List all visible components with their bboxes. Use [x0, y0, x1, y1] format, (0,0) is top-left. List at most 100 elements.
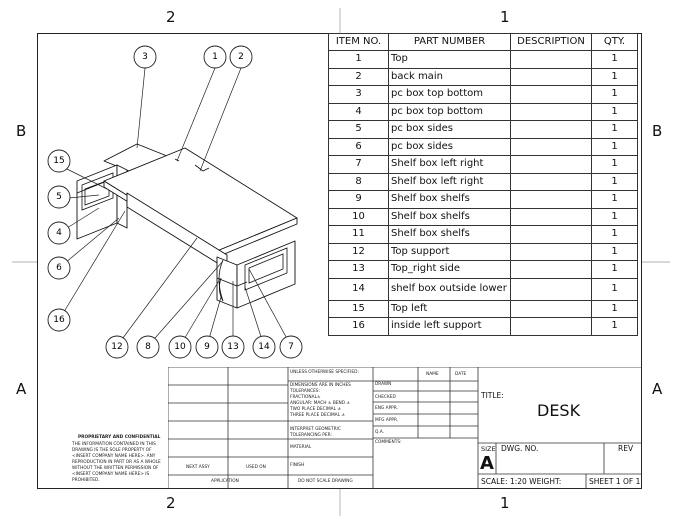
bom-desc: [510, 85, 592, 104]
bom-part: inside left support: [388, 317, 511, 336]
title-block-grid: [168, 367, 642, 489]
svg-text:14: 14: [258, 342, 270, 352]
balloon-13: 13: [221, 335, 245, 359]
balloon-7: 7: [279, 335, 303, 359]
bom-desc: [510, 260, 592, 279]
tb-proprietary-line: <INSERT COMPANY NAME HERE> IS: [72, 472, 150, 477]
svg-text:9: 9: [204, 342, 210, 352]
bom-qty: 1: [591, 225, 638, 244]
bom-desc: [510, 190, 592, 209]
svg-text:12: 12: [111, 342, 122, 352]
svg-text:1: 1: [212, 52, 218, 62]
tb-tolerances: TOLERANCES:: [290, 389, 320, 394]
tb-comments: COMMENTS:: [375, 440, 402, 445]
tb-size-value: A: [480, 453, 494, 474]
bom-qty: 1: [591, 299, 638, 318]
tb-dims: DIMENSIONS ARE IN INCHES: [290, 383, 351, 388]
tb-angular: ANGULAR: MACH ± BEND ±: [290, 401, 351, 406]
bom-item: 6: [328, 137, 389, 156]
bom-desc: [510, 137, 592, 156]
balloon-15: 15: [47, 149, 71, 173]
tb-fractional: FRACTIONAL±: [290, 395, 321, 400]
bom-item: 8: [328, 172, 389, 191]
tb-three-place: THREE PLACE DECIMAL ±: [290, 413, 345, 418]
zone-right-a: A: [652, 380, 663, 398]
bom-part: pc box top bottom: [388, 85, 511, 104]
balloon-4: 4: [47, 221, 71, 245]
tb-sheet: SHEET 1 OF 1: [589, 477, 641, 486]
bom-desc: [510, 67, 592, 86]
zone-right-b: B: [652, 122, 663, 140]
bom-qty: 1: [591, 102, 638, 121]
zone-left-a: A: [16, 380, 27, 398]
tb-application: APPLICATION: [211, 479, 239, 484]
tb-proprietary-line: DRAWING IS THE SOLE PROPERTY OF: [72, 448, 152, 453]
bom-qty: 1: [591, 172, 638, 191]
svg-text:2: 2: [238, 52, 244, 62]
tb-name: NAME: [426, 372, 439, 377]
bom-part: Shelf box shelfs: [388, 225, 511, 244]
bom-desc: [510, 299, 592, 318]
bom-header-qty: QTY.: [591, 33, 638, 51]
balloon-6: 6: [47, 256, 71, 280]
svg-text:15: 15: [53, 156, 64, 166]
drawing-title: DESK: [537, 401, 581, 420]
bom-item: 3: [328, 85, 389, 104]
bom-part: Top_right side: [388, 260, 511, 279]
tb-dwg-no: DWG. NO.: [501, 444, 539, 453]
bom-qty: 1: [591, 317, 638, 336]
bom-header-description: DESCRIPTION: [510, 33, 592, 51]
bom-desc: [510, 172, 592, 191]
pc-box-front: [76, 164, 118, 240]
bom-item: 7: [328, 155, 389, 174]
bom-item: 5: [328, 120, 389, 139]
tb-size-label: SIZE: [481, 445, 496, 453]
bom-item: 10: [328, 207, 389, 226]
bom-part: Top left: [388, 299, 511, 318]
balloon-16: 16: [47, 308, 71, 332]
bom-part: pc box top bottom: [388, 102, 511, 121]
bom-desc: [510, 277, 592, 301]
bom-qty: 1: [591, 155, 638, 174]
tb-used-on: USED ON: [246, 465, 266, 470]
bom-item: 1: [328, 50, 389, 69]
svg-text:7: 7: [288, 342, 294, 352]
balloon-5: 5: [47, 185, 71, 209]
bom-item: 2: [328, 67, 389, 86]
zone-top-2: 2: [166, 8, 176, 26]
bom-qty: 1: [591, 85, 638, 104]
tb-proprietary-line: WITHOUT THE WRITTEN PERMISSION OF: [72, 466, 159, 471]
tb-checked: CHECKED: [375, 395, 396, 400]
bom-desc: [510, 242, 592, 261]
tb-tolerancing: TOLERANCING PER:: [290, 433, 332, 438]
bom-qty: 1: [591, 67, 638, 86]
bom-item: 16: [328, 317, 389, 336]
balloon-8: 8: [136, 335, 160, 359]
tb-material: MATERIAL: [290, 445, 312, 450]
shelf-box-side: [236, 240, 296, 309]
bom-part: back main: [388, 67, 511, 86]
svg-text:8: 8: [145, 342, 151, 352]
bom-item: 9: [328, 190, 389, 209]
svg-text:16: 16: [53, 315, 65, 325]
tb-proprietary-title: PROPRIETARY AND CONFIDENTIAL: [78, 435, 161, 440]
bom-part: pc box sides: [388, 137, 511, 156]
desk-isometric-view: 3 1 2 15 5 4 6 16 12 8 10 9 13 14 7: [47, 45, 303, 359]
zone-bottom-2: 2: [166, 494, 176, 512]
tb-proprietary-line: THE INFORMATION CONTAINED IN THIS: [72, 442, 156, 447]
bom-qty: 1: [591, 260, 638, 279]
bom-desc: [510, 102, 592, 121]
tb-interpret: INTERPRET GEOMETRIC: [290, 427, 341, 432]
tb-unless: UNLESS OTHERWISE SPECIFIED:: [290, 370, 359, 375]
bom-qty: 1: [591, 277, 638, 301]
tb-qa: Q.A.: [375, 430, 384, 435]
bom-part: Top support: [388, 242, 511, 261]
